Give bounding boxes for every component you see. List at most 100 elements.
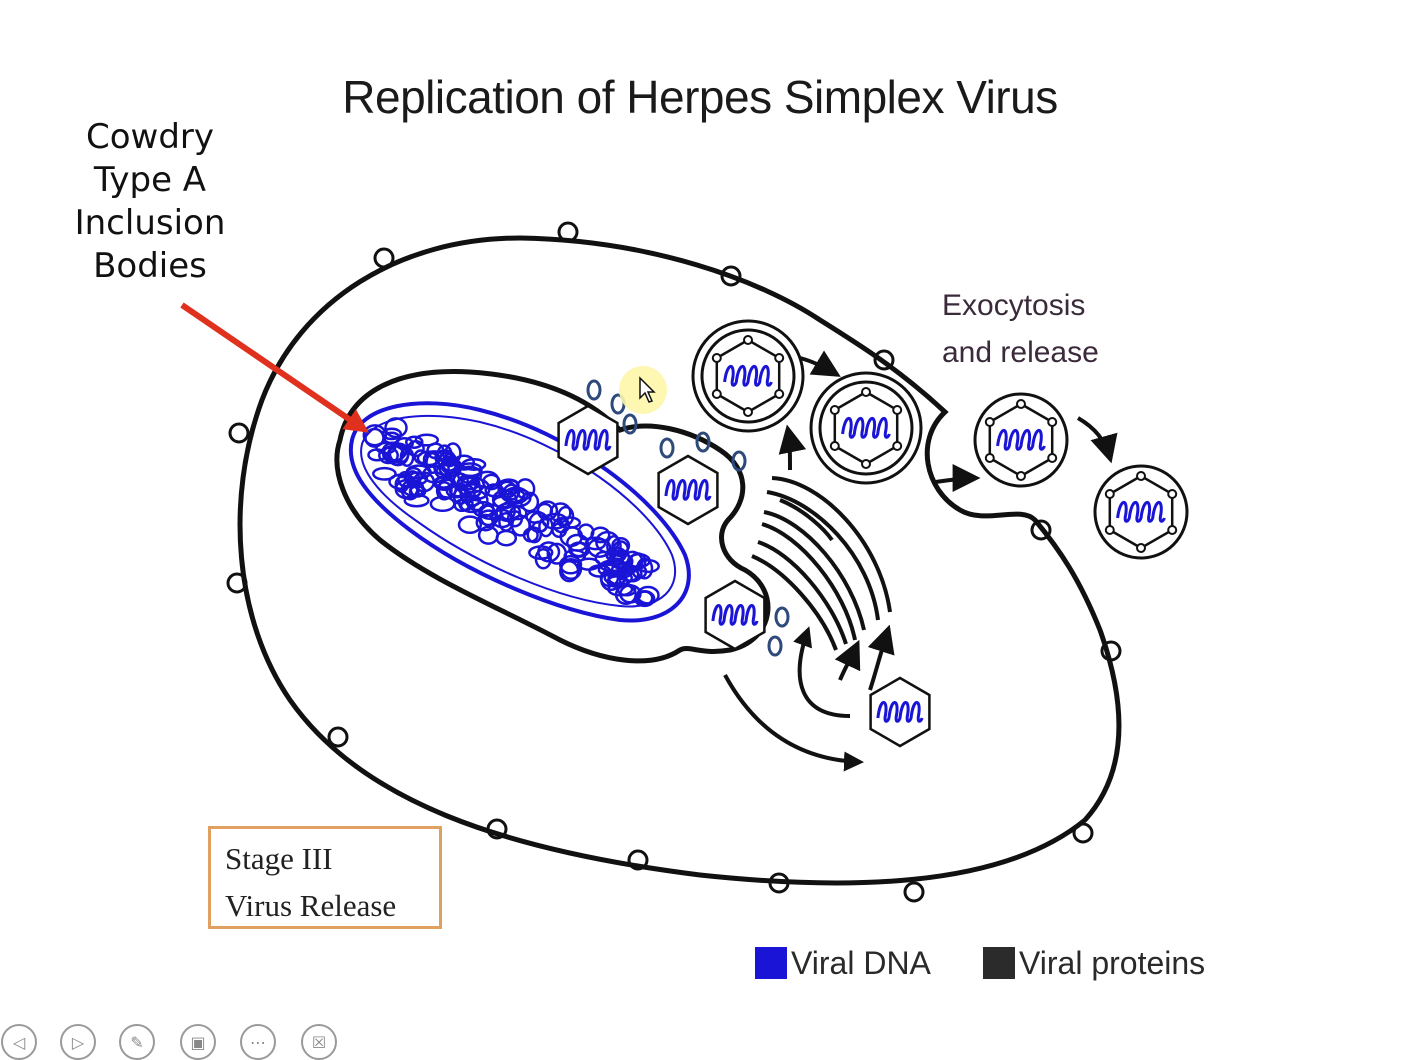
stage-title: Stage III (225, 841, 333, 876)
capsomer (1016, 399, 1026, 409)
capsomer (984, 453, 995, 463)
legend-swatch-viral-proteins (983, 947, 1015, 979)
arrow (793, 626, 851, 718)
capsomer (1167, 489, 1178, 499)
viral-dna-coil (664, 479, 712, 501)
glycoprotein-knob (557, 221, 579, 243)
viral-dna-coil (996, 429, 1046, 451)
slideshow-toolbar: ◁ ▷ ✎ ▣ ⋯ ☒ (0, 1020, 400, 1060)
dna-loop (498, 511, 514, 532)
mouse-cursor-icon (639, 376, 656, 403)
virion (557, 404, 619, 476)
virion (691, 319, 805, 433)
slide-title: Replication of Herpes Simplex Virus (342, 71, 1058, 123)
arrow (1076, 416, 1118, 464)
dna-loop (375, 441, 397, 455)
dna-loop (495, 502, 522, 523)
glycoprotein-knob (228, 422, 250, 444)
callout-line: Inclusion (74, 203, 226, 243)
capsomer (711, 353, 722, 363)
capsomer (1136, 471, 1146, 481)
nucleus-inner-membrane (360, 414, 677, 608)
slides-icon[interactable]: ▣ (180, 1024, 216, 1060)
arrow (799, 350, 841, 377)
dna-loop (461, 458, 487, 471)
next-icon[interactable]: ▷ (60, 1024, 96, 1060)
viral-dna-coil (723, 365, 773, 387)
dna-loop (457, 515, 483, 535)
golgi-apparatus (751, 476, 892, 651)
dna-loop (522, 527, 539, 543)
virion (973, 392, 1069, 488)
virion (869, 676, 931, 748)
dna-loop (526, 526, 543, 544)
capsomer (984, 417, 995, 427)
capsomer (774, 353, 785, 363)
dna-loop (372, 466, 397, 481)
capsomer (829, 405, 840, 415)
dna-tangle (362, 417, 660, 608)
transport-arrows (723, 350, 1118, 772)
viral-envelope (809, 371, 923, 485)
viral-dna-coil (1116, 501, 1166, 523)
virion (657, 454, 719, 526)
arrow (723, 674, 864, 772)
dna-loop (472, 500, 495, 518)
glycoprotein-knob (373, 247, 395, 269)
virions (557, 319, 1189, 748)
glycoprotein-knob (226, 572, 248, 594)
dna-loop (435, 480, 453, 501)
dna-loop (525, 510, 546, 524)
viral-dna-coil (841, 417, 891, 439)
membrane-glycoproteins (226, 221, 1122, 903)
more-icon[interactable]: ⋯ (240, 1024, 276, 1060)
glycoprotein-loop (774, 606, 790, 628)
arrow (778, 424, 807, 471)
dna-loop (587, 537, 612, 558)
viral-envelope (973, 392, 1069, 488)
glycoprotein-knob (327, 726, 349, 748)
dna-loop (422, 465, 448, 484)
capsomer (774, 389, 785, 399)
dna-loop (437, 478, 457, 500)
dna-loop (557, 505, 575, 527)
virion (1093, 464, 1189, 560)
dna-loop (636, 590, 654, 606)
glycoprotein-loop (659, 437, 675, 459)
glycoprotein-knob (873, 349, 895, 371)
inclusion-bodies-callout: Cowdry Type A Inclusion Bodies (60, 116, 240, 288)
glycoprotein-loop (695, 431, 711, 453)
dna-loop (606, 535, 622, 557)
viral-envelope (691, 319, 805, 433)
dna-loop (600, 569, 622, 592)
end-show-icon[interactable]: ☒ (301, 1024, 337, 1060)
dna-loop (484, 483, 505, 498)
capsomer (1047, 453, 1058, 463)
capsomer (1104, 525, 1115, 535)
viral-dna-coil (876, 701, 924, 723)
legend-label: Viral proteins (1019, 944, 1206, 981)
glycoprotein-knob (1100, 640, 1122, 662)
previous-icon[interactable]: ◁ (1, 1024, 37, 1060)
capsomer (892, 441, 903, 451)
glycoprotein-knob (486, 818, 508, 840)
exocytosis-line: and release (942, 336, 1099, 369)
virion (704, 579, 766, 651)
dna-loop (456, 474, 477, 496)
dna-loop (394, 475, 410, 493)
dna-loop (536, 500, 559, 521)
dna-loop (362, 424, 388, 447)
capsomer (743, 335, 753, 345)
pen-icon[interactable]: ✎ (119, 1024, 155, 1060)
dna-loop (378, 446, 399, 465)
legend-item-viral-proteins: Viral proteins (983, 945, 1205, 981)
dna-loop (552, 517, 571, 534)
dna-loop (549, 502, 572, 524)
dna-loop (381, 427, 403, 441)
glycoprotein-knob (720, 265, 742, 287)
capsomer (1167, 525, 1178, 535)
glycoprotein-knob (903, 881, 925, 903)
capsomer (1104, 489, 1115, 499)
dna-loop (506, 510, 524, 528)
arrow (867, 624, 895, 691)
